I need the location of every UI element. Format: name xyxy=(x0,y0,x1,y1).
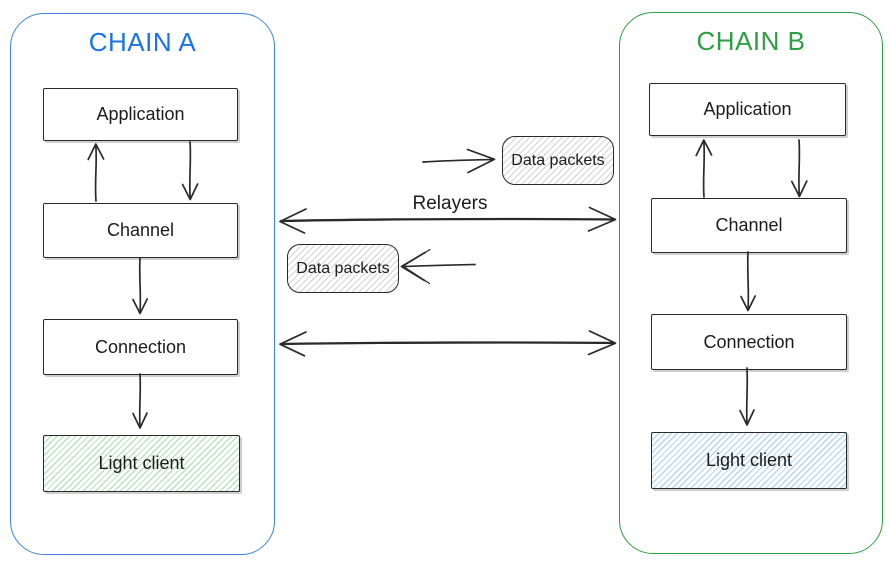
connections-arrow xyxy=(279,330,617,357)
chain-a-connection-label: Connection xyxy=(94,336,187,357)
data-packets-bottom-label: Data packets xyxy=(296,259,390,277)
chain-b-connection-label: Connection xyxy=(703,331,795,352)
chain-a-application-box: Application xyxy=(43,88,238,141)
data-packets-top-label: Data packets xyxy=(511,151,605,169)
chain-b-title: CHAIN B xyxy=(696,26,806,56)
chain-a-light-client-label: Light client xyxy=(98,453,185,473)
chain-a-channel-box: Channel xyxy=(43,203,238,258)
chain-a-panel: CHAIN A Application Channel Connection L… xyxy=(10,13,275,555)
chain-a-title: CHAIN A xyxy=(88,27,197,57)
chain-a-channel-label: Channel xyxy=(106,220,175,240)
data-packets-arrow-to-a xyxy=(400,248,476,285)
chain-b-panel: CHAIN B Application Channel Connection L… xyxy=(619,12,883,554)
data-packets-pill-bottom: Data packets xyxy=(287,244,399,293)
chain-b-light-client-label: Light client xyxy=(705,450,793,470)
chain-a-connection-box: Connection xyxy=(43,319,238,375)
relayers-label: Relayers xyxy=(412,193,488,214)
chain-b-application-box: Application xyxy=(649,83,846,136)
data-packets-pill-top: Data packets xyxy=(502,136,614,185)
chain-a-application-label: Application xyxy=(96,104,185,124)
chain-a-light-client-box: Light client xyxy=(43,435,240,492)
data-packets-arrow-to-b xyxy=(422,148,496,174)
chain-b-channel-label: Channel xyxy=(715,215,783,235)
chain-b-light-client-box: Light client xyxy=(651,432,847,489)
chain-b-connection-box: Connection xyxy=(651,314,847,370)
chain-b-application-label: Application xyxy=(703,99,792,119)
chain-b-channel-box: Channel xyxy=(651,198,847,253)
